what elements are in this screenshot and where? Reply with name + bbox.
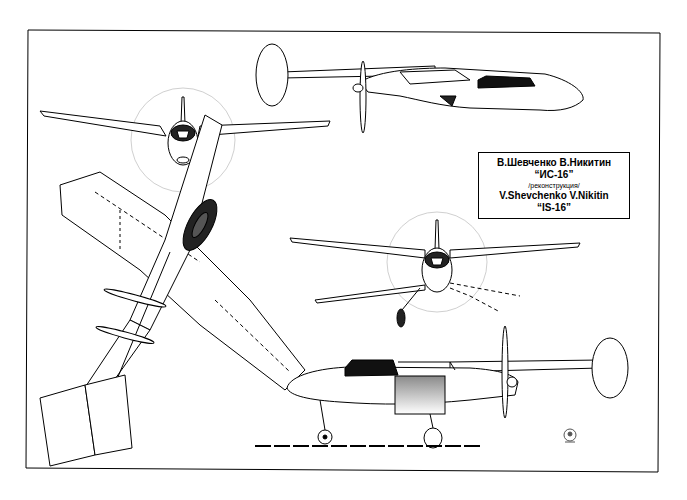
logo-mark-part [565,442,575,443]
side-view-upper-part [353,84,363,92]
front-view-lower-part [435,220,439,250]
front-view-lower-part [450,243,580,258]
side-view-lower-part [395,376,445,414]
side-view-upper-part [400,70,470,84]
front-view-upper-part [181,97,185,124]
logo-mark-part [568,432,572,436]
front-view-lower-part [425,252,449,268]
side-view-lower-part [320,400,325,430]
side-view-lower-part [507,377,517,387]
plan-view-part [120,210,121,250]
front-view-lower-part [397,309,405,327]
front-view-upper-part [131,88,235,192]
front-view-lower-part [431,258,443,265]
front-view-lower-part [450,288,500,312]
side-view-upper-part [440,96,456,106]
title-line: “IS-16” [485,202,623,214]
side-view-upper-part [478,76,535,88]
side-view-lower-part [323,435,327,439]
side-view-lower-part [592,338,628,398]
title-line: V.Shevchenko V.Nikitin [485,190,623,202]
title-line: “ИС-16” [485,169,623,181]
side-view-lower-part [345,360,398,376]
plan-view-part [103,287,166,309]
front-view-lower-part [315,285,425,303]
side-view-upper [256,44,583,133]
side-view-lower [255,326,628,448]
side-view-lower-part [502,326,508,418]
title-box: В.Шевченко В.Никитин“ИС-16”/реконструкци… [478,152,630,219]
side-view-upper-part [256,44,288,106]
front-view-lower-part [450,283,520,296]
plan-view-part [215,300,290,372]
side-view-lower-part [430,414,433,428]
sheet-frame-part [26,30,660,472]
side-view-lower-part [398,362,455,370]
front-view-upper-part [40,111,166,136]
front-view-lower-part [290,238,425,258]
subtitle-note: /реконструкция/ [485,181,623,190]
plan-view-part [176,195,223,256]
side-view-lower-part [255,445,480,447]
side-view-upper-part [360,68,583,111]
plan-view-part [95,324,155,345]
logo-mark-part [564,429,576,441]
plan-view-part [85,375,132,455]
front-view-lower [290,212,580,327]
front-view-lower-part [402,288,420,310]
plan-view [40,115,305,466]
front-view-lower-part [422,248,452,292]
front-view-upper-part [177,157,189,163]
title-line: В.Шевченко В.Никитин [485,157,623,169]
side-view-upper-part [360,61,366,133]
front-view-upper-part [171,125,195,141]
plan-view-part [189,210,211,239]
front-view-upper-part [177,131,189,138]
side-view-lower-part [318,430,332,444]
logo-mark [564,429,576,442]
sheet-frame [26,30,660,472]
